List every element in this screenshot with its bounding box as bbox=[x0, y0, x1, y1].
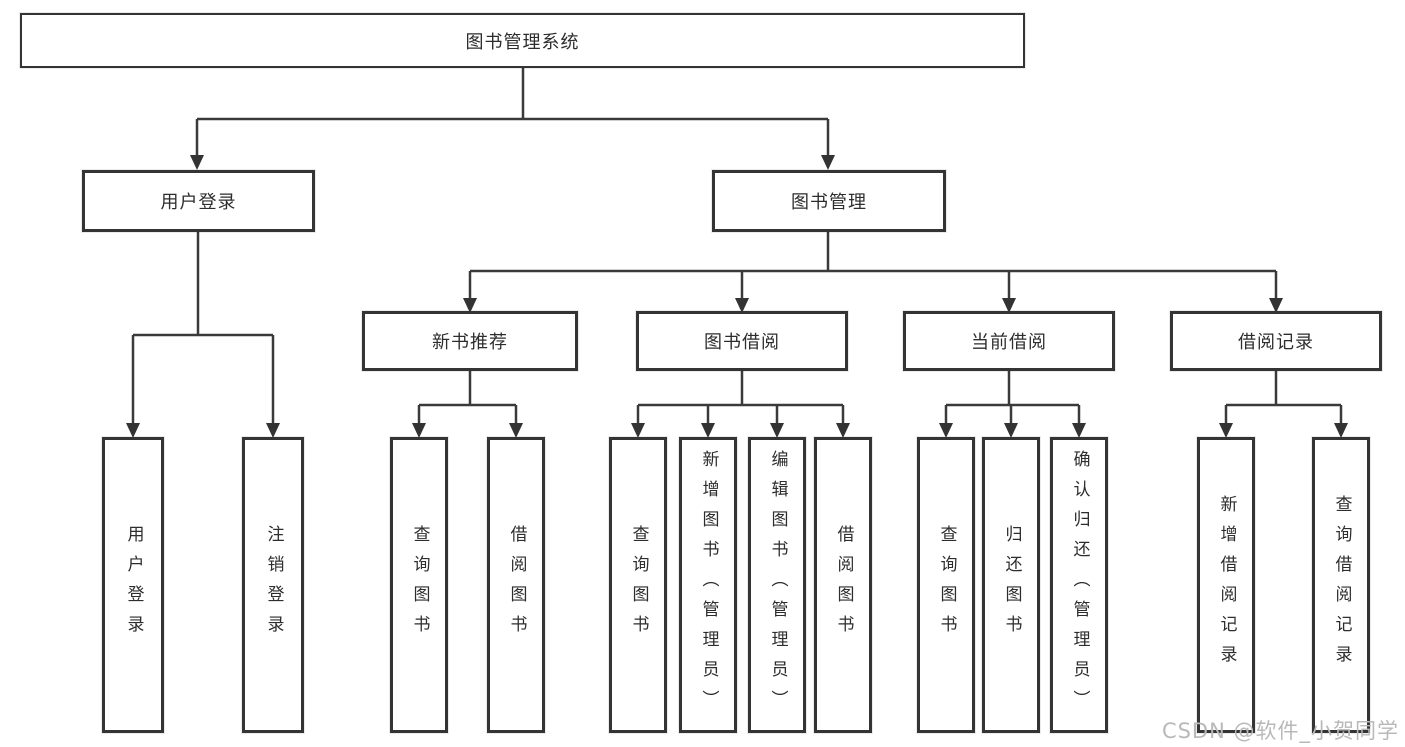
arrow-icon bbox=[836, 423, 850, 438]
leaf-bb-edit-books-label: 编辑图书（管理员） bbox=[767, 450, 788, 720]
leaf-user-login: 用户登录 bbox=[102, 437, 164, 733]
leaf-bb-query-books: 查询图书 bbox=[609, 437, 667, 733]
node-new-book-recommend: 新书推荐 bbox=[362, 311, 578, 371]
leaf-br-query-record-label: 查询借阅记录 bbox=[1331, 495, 1352, 675]
node-book-borrow: 图书借阅 bbox=[636, 311, 848, 371]
leaf-nb-query-books-label: 查询图书 bbox=[409, 525, 430, 645]
connector-book-borrow bbox=[636, 371, 845, 426]
arrow-icon bbox=[735, 298, 749, 313]
connector-login bbox=[131, 232, 275, 426]
node-user-login-label: 用户登录 bbox=[160, 192, 237, 213]
leaf-br-add-record-label: 新增借阅记录 bbox=[1216, 495, 1237, 675]
node-book-management: 图书管理 bbox=[712, 170, 946, 232]
connector-root bbox=[195, 68, 830, 158]
leaf-bb-add-books-label: 新增图书（管理员） bbox=[698, 450, 719, 720]
connector-book-mgmt bbox=[468, 232, 1278, 301]
leaf-br-add-record: 新增借阅记录 bbox=[1197, 437, 1255, 733]
leaf-user-login-label: 用户登录 bbox=[123, 525, 144, 645]
arrow-icon bbox=[1002, 298, 1016, 313]
arrow-icon bbox=[509, 423, 523, 438]
leaf-cb-confirm-return: 确认归还（管理员） bbox=[1050, 437, 1108, 733]
node-new-book-recommend-label: 新书推荐 bbox=[432, 332, 508, 353]
node-current-borrow-label: 当前借阅 bbox=[971, 332, 1047, 353]
arrow-icon bbox=[1334, 423, 1348, 438]
connector-current-borrow bbox=[944, 371, 1081, 426]
arrow-icon bbox=[463, 298, 477, 313]
arrow-icon bbox=[266, 423, 280, 438]
arrow-icon bbox=[190, 155, 204, 170]
leaf-nb-borrow-books-label: 借阅图书 bbox=[506, 525, 527, 645]
arrow-icon bbox=[412, 423, 426, 438]
leaf-bb-add-books: 新增图书（管理员） bbox=[679, 437, 737, 733]
node-root: 图书管理系统 bbox=[20, 13, 1025, 68]
leaf-bb-query-books-label: 查询图书 bbox=[628, 525, 649, 645]
leaf-bb-edit-books: 编辑图书（管理员） bbox=[748, 437, 806, 733]
node-current-borrow: 当前借阅 bbox=[903, 311, 1115, 371]
leaf-nb-borrow-books: 借阅图书 bbox=[487, 437, 545, 733]
arrow-icon bbox=[126, 423, 140, 438]
leaf-logout-label: 注销登录 bbox=[263, 525, 284, 645]
node-book-borrow-label: 图书借阅 bbox=[704, 332, 780, 353]
leaf-cb-query-books: 查询图书 bbox=[917, 437, 975, 733]
node-borrow-records-label: 借阅记录 bbox=[1238, 332, 1314, 353]
arrow-icon bbox=[1004, 423, 1018, 438]
node-root-label: 图书管理系统 bbox=[465, 31, 580, 53]
leaf-cb-return-books-label: 归还图书 bbox=[1001, 525, 1022, 645]
arrow-icon bbox=[631, 423, 645, 438]
leaf-cb-query-books-label: 查询图书 bbox=[936, 525, 957, 645]
arrow-icon bbox=[770, 423, 784, 438]
leaf-br-query-record: 查询借阅记录 bbox=[1312, 437, 1370, 733]
arrow-icon bbox=[1269, 298, 1283, 313]
leaf-bb-borrow-books-label: 借阅图书 bbox=[833, 525, 854, 645]
arrow-icon bbox=[939, 423, 953, 438]
leaf-bb-borrow-books: 借阅图书 bbox=[814, 437, 872, 733]
leaf-logout: 注销登录 bbox=[242, 437, 304, 733]
connector-new-books bbox=[417, 371, 518, 426]
arrow-icon bbox=[701, 423, 715, 438]
leaf-cb-confirm-return-label: 确认归还（管理员） bbox=[1069, 450, 1090, 720]
connector-borrow-records bbox=[1224, 371, 1343, 426]
arrowheads bbox=[126, 155, 1348, 438]
arrow-icon bbox=[821, 155, 835, 170]
arrow-icon bbox=[1072, 423, 1086, 438]
node-book-management-label: 图书管理 bbox=[791, 192, 867, 213]
leaf-nb-query-books: 查询图书 bbox=[390, 437, 448, 733]
node-user-login: 用户登录 bbox=[82, 170, 315, 232]
leaf-cb-return-books: 归还图书 bbox=[982, 437, 1040, 733]
arrow-icon bbox=[1219, 423, 1233, 438]
node-borrow-records: 借阅记录 bbox=[1170, 311, 1382, 371]
